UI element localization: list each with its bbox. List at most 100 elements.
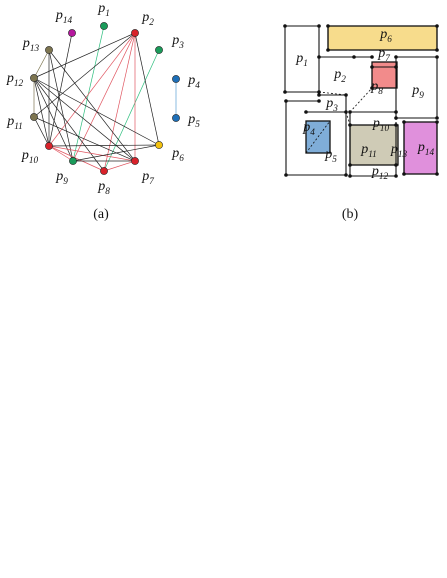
corner-dot [304, 110, 308, 114]
dotted-connector [345, 111, 351, 126]
corner-dot [344, 173, 348, 177]
graph-node-p11 [30, 113, 38, 121]
corner-dot [370, 55, 374, 59]
graph-edge [33, 32, 136, 118]
corner-dot [317, 93, 321, 97]
room-label-p13: p13 [390, 142, 408, 159]
corner-dot [435, 55, 439, 59]
corner-dot [284, 99, 288, 103]
corner-dot [402, 120, 406, 124]
graph-edges [33, 25, 177, 172]
caption-b: (b) [342, 207, 359, 222]
room-label-p9: p9 [411, 83, 424, 100]
corner-dot [317, 55, 321, 59]
graph-nodes [30, 22, 180, 175]
corner-dot [435, 120, 439, 124]
room-label-p3: p3 [325, 96, 338, 113]
corner-dot [317, 24, 321, 28]
graph-node-label-p9: p9 [55, 169, 68, 186]
corner-dot [394, 55, 398, 59]
graph-edge [48, 144, 160, 147]
graph-node-label-p10: p10 [21, 148, 39, 165]
dotted-connector [318, 91, 347, 96]
room-label-p2: p2 [333, 67, 346, 84]
graph-edge [33, 32, 136, 79]
graph-node-label-p3: p3 [171, 33, 184, 50]
graph-node-p2 [131, 29, 139, 37]
graph-edge [103, 160, 136, 172]
corner-dot [317, 90, 321, 94]
corner-dot [435, 172, 439, 176]
corner-dot [326, 48, 330, 52]
graph-node-p7 [131, 157, 139, 165]
corner-dot [370, 86, 374, 90]
graph-node-label-p8: p8 [97, 179, 110, 196]
graph-edge [33, 77, 105, 172]
corner-dot [348, 123, 352, 127]
graph-edge [33, 77, 136, 162]
graph-node-p4 [172, 75, 180, 83]
graph-node-label-p5: p5 [187, 112, 200, 129]
corner-dot [283, 90, 287, 94]
corner-dot [317, 99, 321, 103]
corner-dot [394, 123, 398, 127]
graph-node-p8 [100, 167, 108, 175]
graph-edge [48, 145, 74, 162]
graph-node-label-p11: p11 [6, 114, 23, 131]
corner-dot [283, 24, 287, 28]
corner-dot [344, 110, 348, 114]
corner-dot [352, 55, 356, 59]
graph-node-p10 [45, 142, 53, 150]
graph-node-p13 [45, 46, 53, 54]
room-label-p7: p7 [377, 46, 390, 63]
room-label-p11: p11 [360, 142, 377, 159]
room-label-p5: p5 [324, 147, 337, 164]
dotted-connector [349, 87, 373, 113]
graph-node-p6 [155, 141, 163, 149]
corner-dot [394, 65, 398, 69]
graph-node-p3 [155, 46, 163, 54]
graph-edge [33, 77, 50, 147]
room-label-p8: p8 [370, 79, 383, 96]
corner-dot [394, 110, 398, 114]
corner-dot [435, 48, 439, 52]
graph-node-p9 [69, 157, 77, 165]
dotted-connector [305, 120, 331, 154]
graph-node-p5 [172, 114, 180, 122]
graph-edge [33, 116, 136, 162]
graph-edge [103, 32, 136, 172]
graph-node-label-p7: p7 [141, 169, 154, 186]
room-label-p4: p4 [302, 120, 315, 137]
corner-dot [394, 163, 398, 167]
room-label-p12: p12 [371, 164, 389, 181]
corner-dot [435, 116, 439, 120]
corner-dot [284, 173, 288, 177]
caption-a: (a) [93, 207, 109, 222]
graph-edge [33, 116, 50, 147]
graph-node-p14 [68, 29, 76, 37]
room-label-p1: p1 [295, 51, 308, 68]
graph-edge [48, 145, 136, 162]
graph-node-label-p12: p12 [6, 71, 24, 88]
corner-dot [344, 93, 348, 97]
graph-node-label-p1: p1 [97, 1, 110, 18]
graph-node-label-p6: p6 [171, 146, 184, 163]
graph-node-label-p4: p4 [187, 73, 200, 90]
corner-dot [402, 172, 406, 176]
corner-dot [348, 163, 352, 167]
graph-edge [48, 32, 73, 147]
graph-edge [72, 144, 160, 162]
graph-edge [103, 49, 160, 172]
graph-edge [48, 145, 105, 172]
graph-edge [72, 25, 105, 162]
graph-node-label-p2: p2 [141, 10, 154, 27]
graph-edge [72, 32, 136, 162]
graph-node-p1 [100, 22, 108, 30]
room-fill-p11 [349, 124, 399, 166]
room-label-p6: p6 [379, 27, 392, 44]
